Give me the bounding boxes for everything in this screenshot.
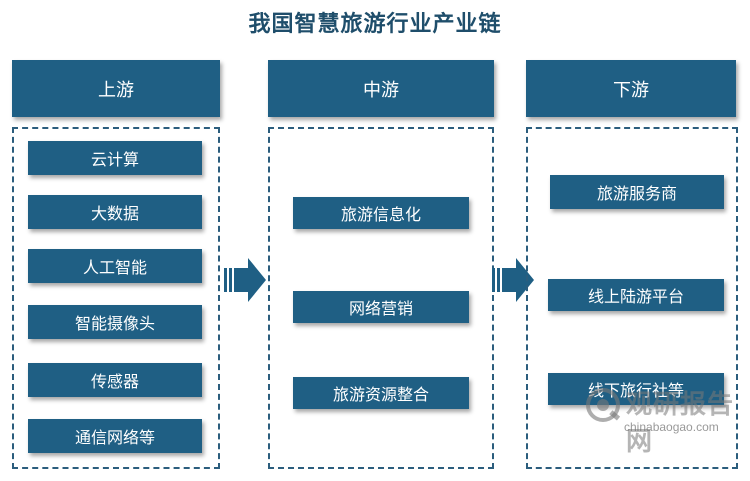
downstream-panel: 旅游服务商 线上陆游平台 线下旅行社等 [526, 127, 738, 469]
stage-header-upstream: 上游 [12, 60, 220, 117]
stage-header-midstream: 中游 [268, 60, 494, 117]
upstream-panel: 云计算 大数据 人工智能 智能摄像头 传感器 通信网络等 [12, 127, 220, 469]
stage-header-downstream: 下游 [526, 60, 736, 117]
midstream-panel: 旅游信息化 网络营销 旅游资源整合 [268, 127, 494, 469]
arrow-icon-midstream-to-downstream [492, 258, 534, 302]
downstream-item-offline-agency: 线下旅行社等 [548, 373, 724, 405]
upstream-item-sensor: 传感器 [28, 363, 202, 397]
midstream-item-network-marketing: 网络营销 [293, 291, 469, 323]
upstream-item-communication-network: 通信网络等 [28, 419, 202, 453]
upstream-item-ai: 人工智能 [28, 249, 202, 283]
downstream-item-online-platform: 线上陆游平台 [548, 279, 724, 311]
arrow-icon-upstream-to-midstream [224, 258, 266, 302]
midstream-item-resource-integration: 旅游资源整合 [293, 377, 469, 409]
midstream-item-tourism-informatization: 旅游信息化 [293, 197, 469, 229]
upstream-item-big-data: 大数据 [28, 195, 202, 229]
downstream-item-service-provider: 旅游服务商 [550, 175, 724, 209]
page-title: 我国智慧旅游行业产业链 [248, 11, 502, 36]
upstream-item-smart-camera: 智能摄像头 [28, 305, 202, 339]
upstream-item-cloud-computing: 云计算 [28, 141, 202, 175]
